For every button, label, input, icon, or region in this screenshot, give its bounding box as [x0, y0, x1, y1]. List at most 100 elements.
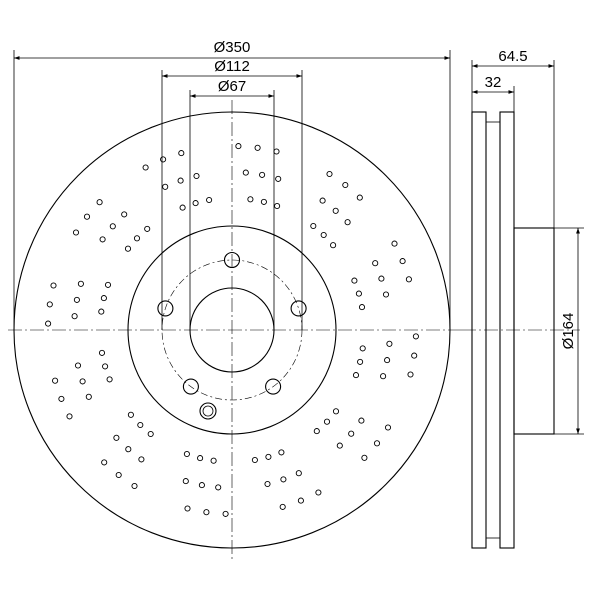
drill-hole [46, 301, 53, 308]
drill-hole [348, 430, 355, 437]
drill-hole [382, 291, 390, 298]
drill-hole [98, 349, 106, 356]
drill-hole [177, 177, 184, 184]
drill-hole [72, 229, 80, 236]
drill-hole [183, 450, 190, 458]
center-bore-label: Ø67 [218, 78, 246, 95]
drill-hole [184, 505, 191, 512]
drill-hole [197, 455, 204, 462]
locating-screw-hole-outer [199, 402, 217, 420]
drill-hole [83, 213, 91, 220]
drill-hole [127, 411, 134, 418]
thickness-label: 32 [485, 74, 502, 91]
drill-hole [85, 393, 92, 400]
drill-hole [210, 457, 217, 464]
drill-hole [332, 408, 340, 415]
drill-hole [373, 440, 381, 447]
drill-hole [79, 378, 86, 385]
drill-hole [310, 222, 317, 230]
drill-hole [235, 143, 242, 150]
drill-hole [384, 357, 391, 364]
drill-hole [297, 497, 304, 504]
drill-hole [407, 371, 414, 378]
side-view [462, 111, 580, 549]
drill-hole [355, 290, 362, 297]
drill-hole [102, 363, 109, 370]
drill-hole [215, 484, 222, 491]
drill-hole [178, 150, 185, 157]
drill-hole [222, 510, 229, 517]
drill-hole [412, 333, 419, 340]
drill-hole [162, 183, 169, 190]
drill-hole [74, 362, 82, 369]
overall-height-label: 64.5 [498, 48, 527, 65]
drill-hole [399, 258, 406, 265]
bolt-hole [290, 300, 307, 317]
hat-side [513, 227, 555, 435]
drill-hole [206, 196, 213, 204]
drill-hole [58, 395, 65, 402]
drill-hole [247, 196, 254, 203]
drill-hole [106, 376, 113, 383]
drill-hole [66, 413, 73, 420]
drill-hole [144, 225, 151, 232]
drill-hole [264, 480, 271, 488]
hat-diameter-label: Ø164 [560, 313, 577, 350]
drill-hole [358, 417, 365, 424]
drill-hole [279, 503, 286, 510]
hat-outline [127, 225, 337, 435]
drill-hole [45, 320, 52, 327]
drill-hole [259, 171, 266, 178]
drill-hole [295, 470, 302, 477]
side-dimensions: 64.5 32 Ø164 [471, 48, 584, 435]
drill-hole [251, 456, 258, 464]
drill-hole [99, 236, 106, 243]
drill-hole [342, 181, 349, 189]
drill-holes [45, 143, 419, 517]
drill-hole [275, 175, 282, 182]
drill-hole [323, 418, 331, 425]
drill-hole [50, 282, 57, 289]
bolt-hole [157, 300, 174, 317]
drill-hole [391, 240, 398, 247]
drill-hole [198, 482, 205, 489]
outer-diameter-label: Ø350 [214, 39, 251, 56]
locating-screw-hole-inner [202, 405, 214, 417]
front-dimensions: Ø350 Ø112 Ø67 [13, 39, 451, 330]
drill-hole [100, 295, 107, 302]
friction-ring-outer-plate [471, 111, 487, 549]
drill-hole [332, 207, 339, 214]
drill-hole [357, 358, 364, 365]
drill-hole [372, 260, 379, 267]
drill-hole [326, 170, 333, 178]
drill-hole [359, 345, 366, 352]
drill-hole [192, 200, 199, 207]
drill-hole [137, 421, 144, 429]
drill-hole [71, 313, 78, 320]
drill-hole [356, 194, 363, 201]
drill-hole [315, 489, 322, 496]
drill-hole [278, 449, 285, 456]
drill-hole [179, 204, 186, 211]
drill-hole [182, 478, 189, 485]
drill-hole [344, 219, 351, 226]
drill-hole [77, 280, 84, 287]
drill-hole [273, 148, 280, 155]
drill-hole [101, 459, 108, 466]
drill-hole [113, 434, 120, 441]
drill-hole [52, 377, 59, 384]
drill-hole [242, 169, 249, 176]
bolt-hole [182, 378, 199, 395]
drill-hole [125, 446, 132, 453]
drill-hole [131, 482, 138, 490]
bolt-holes [157, 251, 307, 395]
drill-hole [361, 454, 368, 461]
drill-hole [133, 235, 141, 242]
pcd-label: Ø112 [214, 58, 250, 75]
bolt-hole [223, 251, 241, 269]
drill-hole [147, 430, 154, 438]
drill-hole [96, 199, 103, 206]
drill-hole [193, 172, 200, 180]
drill-hole [73, 296, 80, 303]
drill-hole [384, 424, 392, 431]
